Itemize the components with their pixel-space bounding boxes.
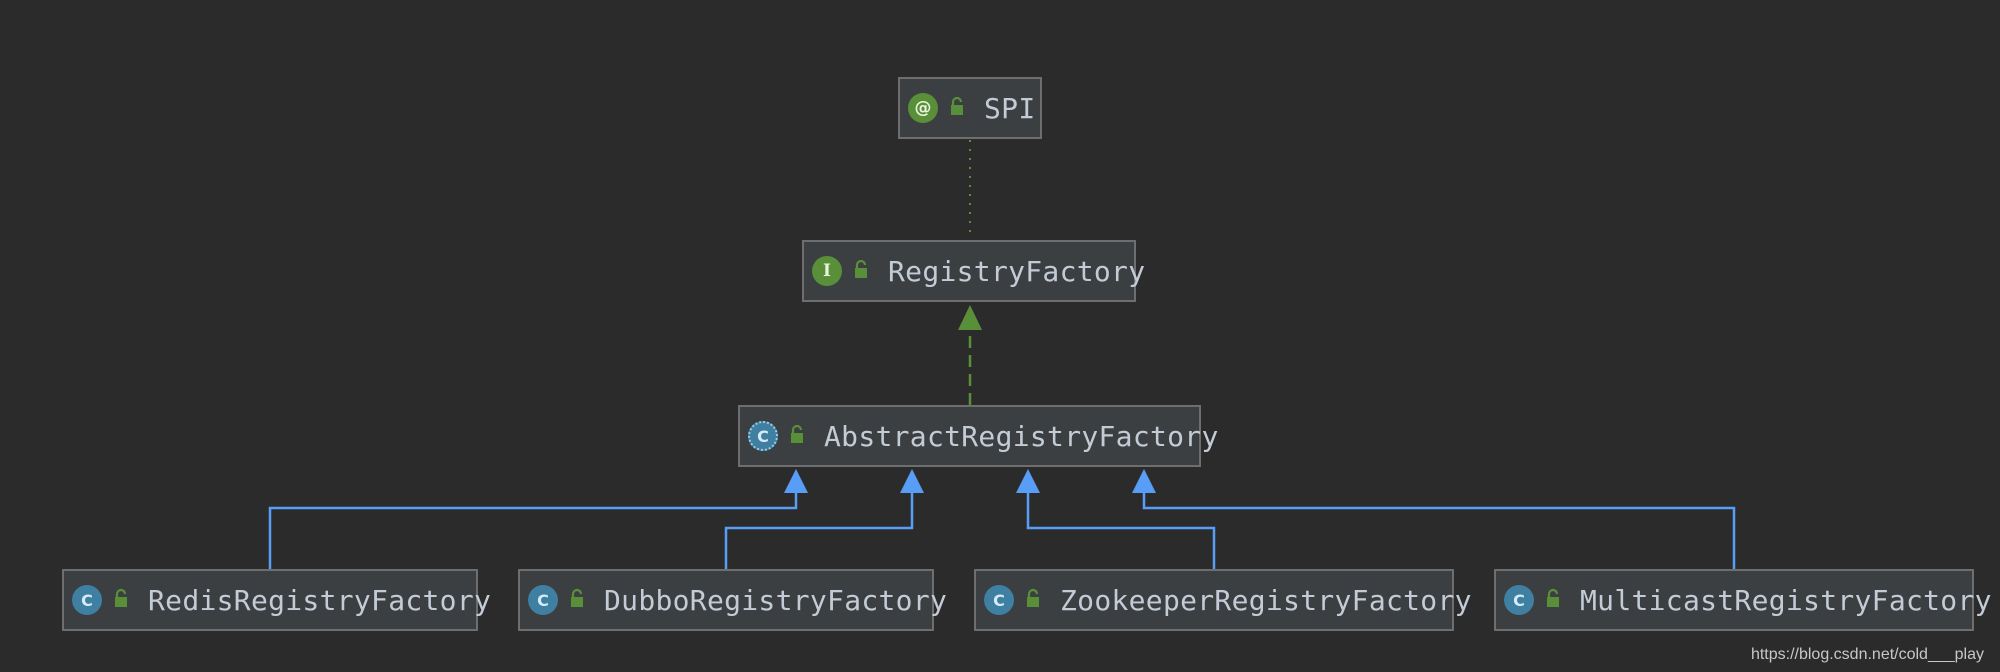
lock-open-icon	[948, 96, 966, 120]
lock-open-icon	[788, 424, 806, 448]
node-label: ZookeeperRegistryFactory	[1060, 583, 1472, 617]
node-label: SPI	[984, 91, 1036, 125]
lock-open-icon	[1544, 588, 1562, 612]
interface-icon: I	[812, 256, 842, 286]
edge-extends-zookeeper	[1026, 493, 1216, 569]
class-icon: C	[984, 585, 1014, 615]
node-abstract-registry-factory[interactable]: C AbstractRegistryFactory	[738, 405, 1218, 467]
node-label: RegistryFactory	[888, 254, 1146, 288]
node-label: RedisRegistryFactory	[148, 583, 492, 617]
watermark: https://blog.csdn.net/cold___play	[1750, 646, 1984, 663]
node-multicast-registry-factory[interactable]: C MulticastRegistryFactory	[1494, 569, 1991, 631]
node-label: DubboRegistryFactory	[604, 583, 948, 617]
node-zookeeper-registry-factory[interactable]: C ZookeeperRegistryFactory	[974, 569, 1471, 631]
lock-open-icon	[852, 259, 870, 283]
lock-open-icon	[1024, 588, 1042, 612]
implements-arrowhead	[958, 305, 982, 330]
abstract-class-icon: C	[748, 421, 778, 451]
node-redis-registry-factory[interactable]: C RedisRegistryFactory	[62, 569, 491, 631]
extends-arrowhead-multicast	[1132, 469, 1156, 493]
edge-extends-dubbo	[724, 493, 914, 569]
node-dubbo-registry-factory[interactable]: C DubboRegistryFactory	[518, 569, 947, 631]
edge-extends-multicast	[1142, 493, 1736, 569]
edge-extends-redis	[268, 493, 798, 569]
lock-open-icon	[568, 588, 586, 612]
extends-arrowhead-redis	[784, 469, 808, 493]
class-icon: C	[528, 585, 558, 615]
node-registry-factory[interactable]: I RegistryFactory	[802, 240, 1145, 302]
lock-open-icon	[112, 588, 130, 612]
extends-arrowhead-zookeeper	[1016, 469, 1040, 493]
node-label: MulticastRegistryFactory	[1580, 583, 1992, 617]
class-icon: C	[1504, 585, 1534, 615]
class-icon: C	[72, 585, 102, 615]
extends-arrowhead-dubbo	[900, 469, 924, 493]
node-label: AbstractRegistryFactory	[824, 419, 1219, 453]
node-spi[interactable]: @ SPI	[898, 77, 1042, 139]
annotation-icon: @	[908, 93, 938, 123]
